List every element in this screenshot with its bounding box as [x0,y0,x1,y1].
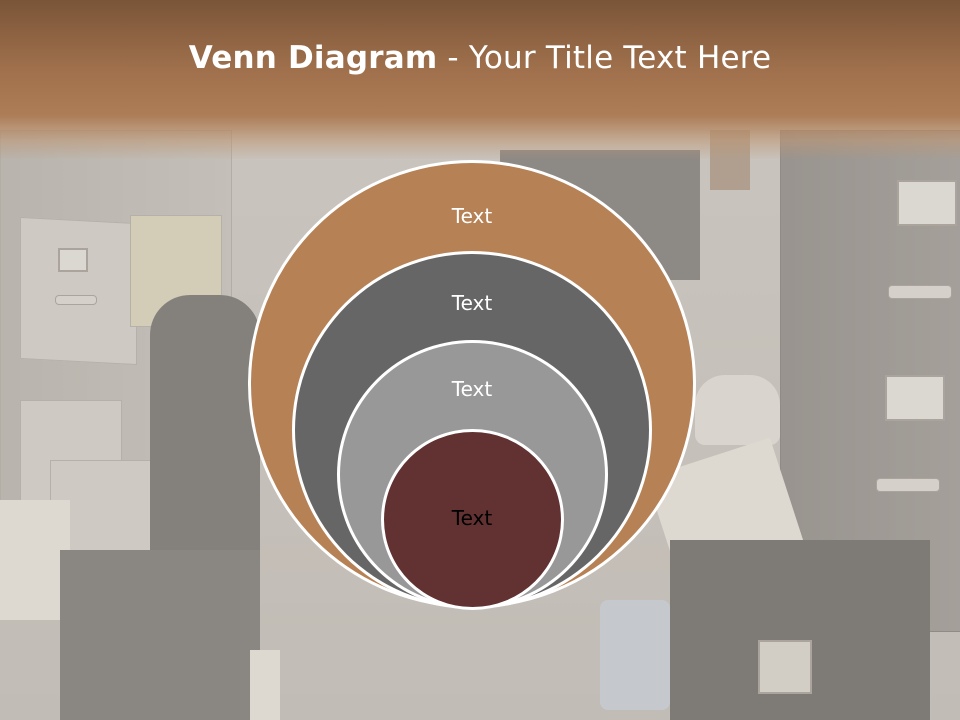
header-band [0,0,960,160]
second-circle-label: Text [451,291,493,315]
cabinet-label-plate [897,180,957,226]
cabinet-handle [888,285,952,299]
title-bold: Venn Diagram [188,40,438,76]
desk-phone [695,375,780,445]
title-rest: - Your Title Text Here [437,40,772,76]
inner-circle-label: Text [451,506,493,530]
third-circle-label: Text [451,377,493,401]
papers-left [0,500,70,620]
cabinet-label-plate [885,375,945,421]
paper-scrap [250,650,280,720]
outer-circle-label: Text [451,204,493,228]
slide-title: Venn Diagram - Your Title Text Here [0,40,960,76]
desk-base [60,550,260,720]
inner-circle[interactable] [381,429,564,610]
drawer-handle [55,295,97,305]
box-label [758,640,812,694]
cabinet-handle [876,478,940,492]
waste-basket [600,600,670,710]
drawer-label-plate [58,248,88,272]
